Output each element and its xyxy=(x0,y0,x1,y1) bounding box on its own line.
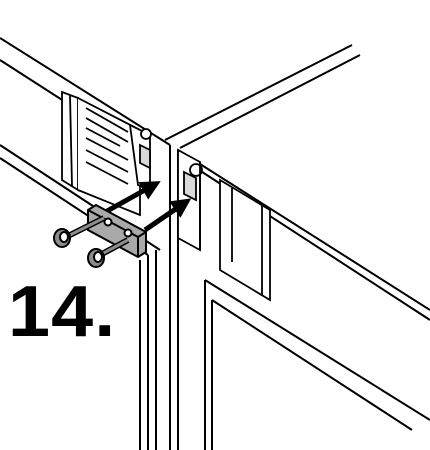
screw-icon xyxy=(53,215,106,248)
insert-arrow-icon xyxy=(98,181,192,233)
screw-icon xyxy=(87,237,130,268)
right-cabinet-side-recess xyxy=(219,178,271,302)
right-cabinet-bracket xyxy=(177,148,203,252)
step-number: 14. xyxy=(8,272,117,352)
right-cabinet xyxy=(164,44,430,450)
left-cabinet-recess xyxy=(61,90,152,217)
left-cabinet xyxy=(0,37,171,450)
